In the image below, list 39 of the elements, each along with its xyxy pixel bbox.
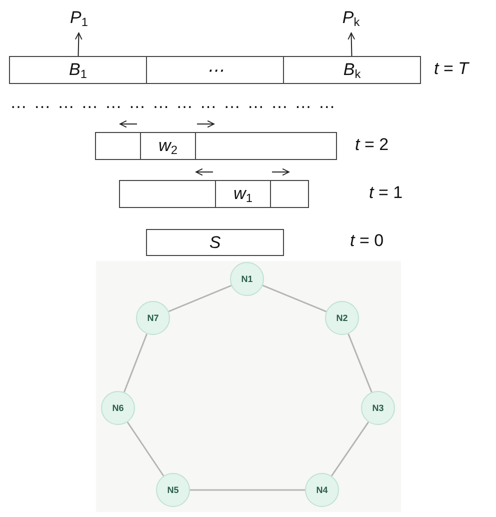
equation-label: t = 0 bbox=[350, 231, 384, 251]
graph-edge bbox=[330, 422, 370, 476]
equation-label: t = T bbox=[434, 59, 468, 79]
node-label: N7 bbox=[147, 313, 159, 323]
array-cell bbox=[215, 180, 271, 208]
cell-label: B$_{1}$ bbox=[69, 60, 87, 80]
cell-label: ⋯ bbox=[206, 60, 224, 80]
array-cell bbox=[270, 180, 309, 208]
node-label: N6 bbox=[112, 403, 124, 413]
cell-label: w$_{2}$ bbox=[158, 136, 178, 156]
graph-edge bbox=[126, 422, 164, 476]
node-label: N4 bbox=[316, 485, 328, 495]
cell-label: w$_{1}$ bbox=[234, 184, 252, 204]
node-label: N2 bbox=[336, 313, 348, 323]
graph-edge bbox=[190, 489, 305, 491]
array-cell bbox=[95, 132, 141, 160]
cell-label: B$_{k}$ bbox=[343, 60, 361, 80]
node-label: N1 bbox=[241, 274, 253, 284]
equation-label: t = 1 bbox=[369, 183, 403, 203]
node-label: N3 bbox=[372, 403, 384, 413]
node-label: N5 bbox=[167, 485, 179, 495]
graph-edge bbox=[348, 334, 372, 392]
array-cell bbox=[146, 56, 284, 84]
array-cell bbox=[283, 56, 421, 84]
array-cell bbox=[119, 180, 216, 208]
arrow bbox=[74, 32, 82, 56]
graph-edge bbox=[262, 284, 327, 312]
array-cell bbox=[140, 132, 196, 160]
array-cell bbox=[9, 56, 147, 84]
equation-label: t = 2 bbox=[355, 135, 389, 155]
cell-label: S bbox=[209, 232, 221, 252]
array-cell bbox=[195, 132, 337, 160]
array-cell bbox=[146, 229, 284, 256]
graph-edge bbox=[123, 334, 148, 392]
math-label: P$_{1}$ bbox=[64, 6, 94, 30]
graph-edge bbox=[168, 284, 232, 312]
math-label: P$_{k}$ bbox=[336, 6, 366, 30]
ellipsis-row: … … … … … … … … … … … … … … bbox=[10, 93, 336, 113]
arrow bbox=[348, 32, 356, 56]
